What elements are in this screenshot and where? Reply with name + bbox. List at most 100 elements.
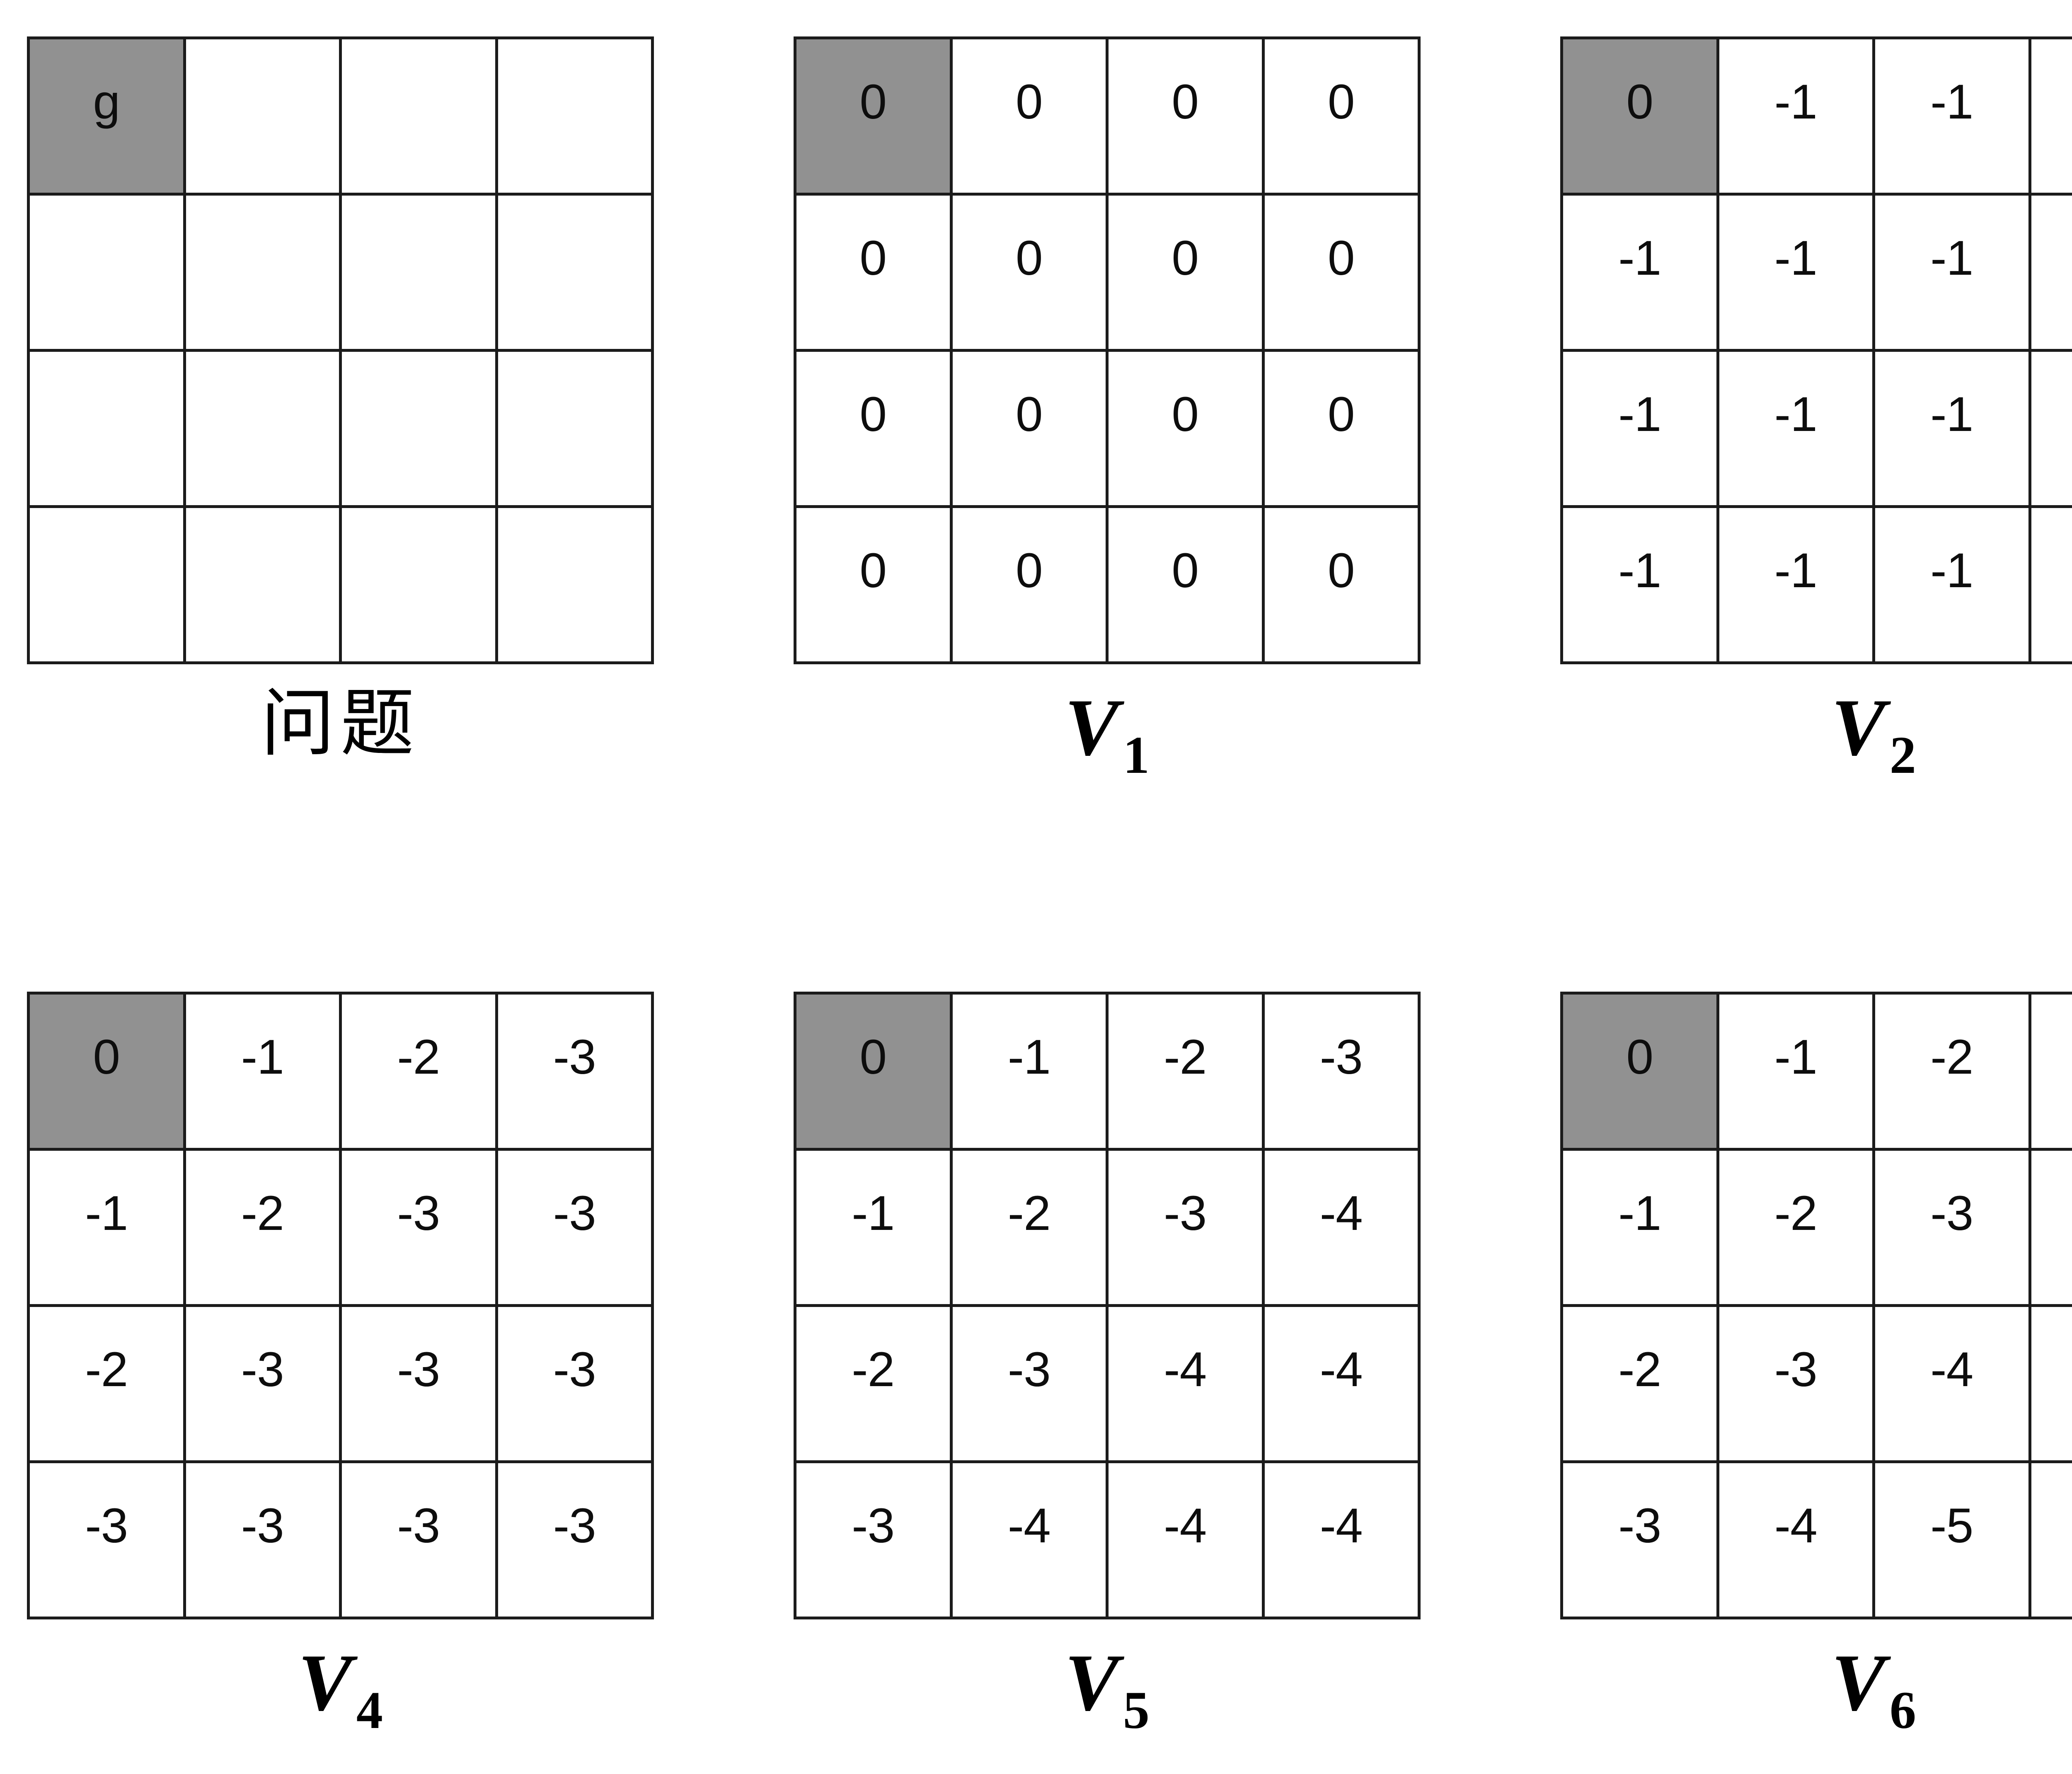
grid-cell-r2c3[interactable]: 0 xyxy=(1261,349,1421,508)
grid-cell-r1c2[interactable]: -3 xyxy=(1872,1148,2031,1307)
grid-cell-r1c2[interactable]: -3 xyxy=(339,1148,498,1307)
grid-cell-r0c3[interactable]: -3 xyxy=(1261,992,1421,1151)
grid-cell-r3c3[interactable]: 0 xyxy=(1261,505,1421,664)
grid-cell-r3c2[interactable]: -4 xyxy=(1106,1460,1265,1619)
grid-cell-r0c2[interactable] xyxy=(339,36,498,196)
grid-cell-r1c3[interactable] xyxy=(495,193,654,352)
grid-cell-r1c1[interactable]: -2 xyxy=(1716,1148,1875,1307)
grid-cell-r0c2[interactable]: 0 xyxy=(1106,36,1265,196)
grid-cell-r2c1[interactable]: -3 xyxy=(949,1304,1109,1463)
grid-cell-r1c1[interactable]: -2 xyxy=(949,1148,1109,1307)
grid-cell-r1c3[interactable]: -3 xyxy=(495,1148,654,1307)
grid-cell-r3c2[interactable]: -5 xyxy=(1872,1460,2031,1619)
grid-cell-r3c1[interactable]: -4 xyxy=(949,1460,1109,1619)
grid-cell-r1c2[interactable]: 0 xyxy=(1106,193,1265,352)
grid-cell-r2c2[interactable]: -1 xyxy=(1872,349,2031,508)
grid-cell-r2c1[interactable]: -3 xyxy=(183,1304,342,1463)
grid-cell-r0c2[interactable]: -1 xyxy=(1872,36,2031,196)
grid-cell-r2c3[interactable]: -4 xyxy=(1261,1304,1421,1463)
panel-label-subscript: 6 xyxy=(1889,1680,1916,1740)
grid-cell-r0c2[interactable]: -2 xyxy=(1106,992,1265,1151)
grid-cell-r3c3[interactable]: -3 xyxy=(495,1460,654,1619)
grid-cell-r2c2[interactable]: -4 xyxy=(1106,1304,1265,1463)
grid-cell-r0c2[interactable]: -2 xyxy=(339,992,498,1151)
grid-cell-r2c3[interactable]: -1 xyxy=(2028,349,2072,508)
grid-cell-r3c3[interactable] xyxy=(495,505,654,664)
grid-cell-r3c0[interactable]: -3 xyxy=(794,1460,953,1619)
grid-cell-r0c0[interactable]: 0 xyxy=(794,992,953,1151)
grid-cell-r0c3[interactable]: 0 xyxy=(1261,36,1421,196)
grid-cell-r2c1[interactable]: 0 xyxy=(949,349,1109,508)
grid-cell-r3c0[interactable]: -3 xyxy=(27,1460,186,1619)
grid-cell-r2c3[interactable]: -3 xyxy=(495,1304,654,1463)
grid-cell-r3c3[interactable]: -1 xyxy=(2028,505,2072,664)
grid-cell-r1c0[interactable]: -1 xyxy=(27,1148,186,1307)
grid-cell-r0c3[interactable]: -3 xyxy=(2028,992,2072,1151)
grid-cell-r3c1[interactable]: -3 xyxy=(183,1460,342,1619)
grid-cell-r2c1[interactable] xyxy=(183,349,342,508)
grid-cell-r3c0[interactable] xyxy=(27,505,186,664)
grid-cell-r2c2[interactable]: 0 xyxy=(1106,349,1265,508)
grid-cell-r0c0[interactable]: 0 xyxy=(27,992,186,1151)
grid-cell-r1c0[interactable]: -1 xyxy=(794,1148,953,1307)
grid-cell-r1c0[interactable]: -1 xyxy=(1560,1148,1719,1307)
grid-cell-r3c0[interactable]: -1 xyxy=(1560,505,1719,664)
grid-cell-r0c1[interactable]: -1 xyxy=(183,992,342,1151)
grid-cell-r1c2[interactable]: -3 xyxy=(1106,1148,1265,1307)
grid-cell-r3c0[interactable]: 0 xyxy=(794,505,953,664)
grid-cell-r1c0[interactable] xyxy=(27,193,186,352)
grid-cell-r3c3[interactable]: -5 xyxy=(2028,1460,2072,1619)
grid-cell-r3c2[interactable]: -1 xyxy=(1872,505,2031,664)
grid-cell-r3c1[interactable]: -4 xyxy=(1716,1460,1875,1619)
grid-cell-r1c3[interactable]: -4 xyxy=(1261,1148,1421,1307)
grid-cell-r3c2[interactable]: -3 xyxy=(339,1460,498,1619)
grid-cell-r2c3[interactable]: -5 xyxy=(2028,1304,2072,1463)
grid-cell-r3c2[interactable] xyxy=(339,505,498,664)
grid-table: g xyxy=(27,36,654,664)
grid-cell-r0c1[interactable]: -1 xyxy=(1716,992,1875,1151)
grid-cell-r2c0[interactable]: 0 xyxy=(794,349,953,508)
grid-cell-r3c0[interactable]: -3 xyxy=(1560,1460,1719,1619)
grid-cell-r0c1[interactable] xyxy=(183,36,342,196)
grid-cell-r1c3[interactable]: -1 xyxy=(2028,193,2072,352)
grid-cell-r2c0[interactable] xyxy=(27,349,186,508)
grid-cell-r1c1[interactable]: -1 xyxy=(1716,193,1875,352)
grid-cell-r0c0[interactable]: 0 xyxy=(794,36,953,196)
grid-cell-r0c3[interactable] xyxy=(495,36,654,196)
grid-cell-r1c1[interactable]: 0 xyxy=(949,193,1109,352)
grid-cell-r1c3[interactable]: 0 xyxy=(1261,193,1421,352)
grid-cell-r3c1[interactable] xyxy=(183,505,342,664)
grid-cell-r0c0[interactable]: 0 xyxy=(1560,36,1719,196)
grid-cell-r2c0[interactable]: -2 xyxy=(27,1304,186,1463)
grid-cell-r2c2[interactable] xyxy=(339,349,498,508)
grid-cell-r1c1[interactable] xyxy=(183,193,342,352)
grid-cell-r2c0[interactable]: -2 xyxy=(794,1304,953,1463)
grid-cell-r1c0[interactable]: 0 xyxy=(794,193,953,352)
grid-cell-r0c3[interactable]: -1 xyxy=(2028,36,2072,196)
grid-cell-r1c1[interactable]: -2 xyxy=(183,1148,342,1307)
grid-cell-r2c0[interactable]: -2 xyxy=(1560,1304,1719,1463)
grid-cell-r2c2[interactable]: -3 xyxy=(339,1304,498,1463)
grid-cell-r3c2[interactable]: 0 xyxy=(1106,505,1265,664)
grid-cell-r2c1[interactable]: -3 xyxy=(1716,1304,1875,1463)
grid-cell-r1c2[interactable] xyxy=(339,193,498,352)
grid-cell-r0c0[interactable]: 0 xyxy=(1560,992,1719,1151)
cell-value: -1 xyxy=(1774,231,1818,286)
grid-cell-r0c2[interactable]: -2 xyxy=(1872,992,2031,1151)
grid-cell-r1c3[interactable]: -4 xyxy=(2028,1148,2072,1307)
grid-cell-r0c1[interactable]: -1 xyxy=(1716,36,1875,196)
grid-cell-r0c0[interactable]: g xyxy=(27,36,186,196)
grid-cell-r0c3[interactable]: -3 xyxy=(495,992,654,1151)
grid-cell-r2c0[interactable]: -1 xyxy=(1560,349,1719,508)
grid-cell-r1c0[interactable]: -1 xyxy=(1560,193,1719,352)
grid-cell-r2c3[interactable] xyxy=(495,349,654,508)
grid-cell-r2c2[interactable]: -4 xyxy=(1872,1304,2031,1463)
grid-cell-r0c1[interactable]: -1 xyxy=(949,992,1109,1151)
grid-cell-r3c1[interactable]: -1 xyxy=(1716,505,1875,664)
grid-cell-r3c1[interactable]: 0 xyxy=(949,505,1109,664)
grid-cell-r3c3[interactable]: -4 xyxy=(1261,1460,1421,1619)
grid-cell-r1c2[interactable]: -1 xyxy=(1872,193,2031,352)
grid-cell-r2c1[interactable]: -1 xyxy=(1716,349,1875,508)
grid-cell-r0c1[interactable]: 0 xyxy=(949,36,1109,196)
